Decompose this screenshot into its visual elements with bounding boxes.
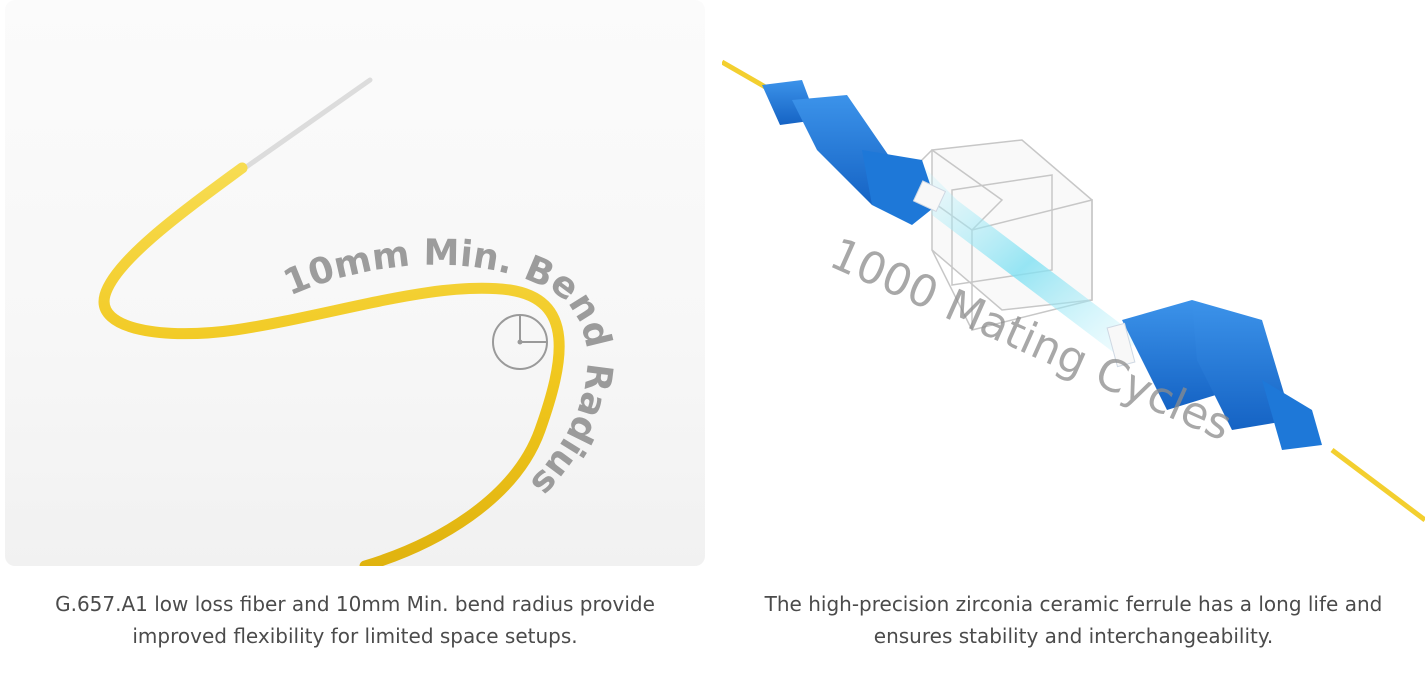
feature-card-mating-cycles: 1000 Mating Cycles The high-precision zi… [722, 0, 1425, 648]
yellow-fiber-cable [98, 162, 565, 566]
bend-radius-label: 10mm Min. Bend Radius [278, 233, 620, 505]
mating-cycles-caption: The high-precision zirconia ceramic ferr… [764, 592, 1383, 648]
bend-radius-image: 10mm Min. Bend Radius [5, 0, 705, 566]
fiber-illustration: 10mm Min. Bend Radius [98, 77, 620, 566]
clock-icon [492, 314, 548, 370]
bare-fiber [239, 77, 373, 173]
fiber-right [1330, 448, 1425, 522]
connector-illustration: 1000 Mating Cycles [722, 59, 1425, 522]
connector-right [1106, 300, 1322, 450]
feature-card-bend-radius: 10mm Min. Bend Radius G.657.A1 low loss … [5, 0, 705, 648]
mating-cycles-image: 1000 Mating Cycles [722, 0, 1425, 566]
connector-left [762, 80, 947, 225]
light-beam [922, 165, 1142, 355]
adapter-housing [900, 139, 1093, 331]
bend-radius-caption: G.657.A1 low loss fiber and 10mm Min. be… [55, 592, 655, 648]
